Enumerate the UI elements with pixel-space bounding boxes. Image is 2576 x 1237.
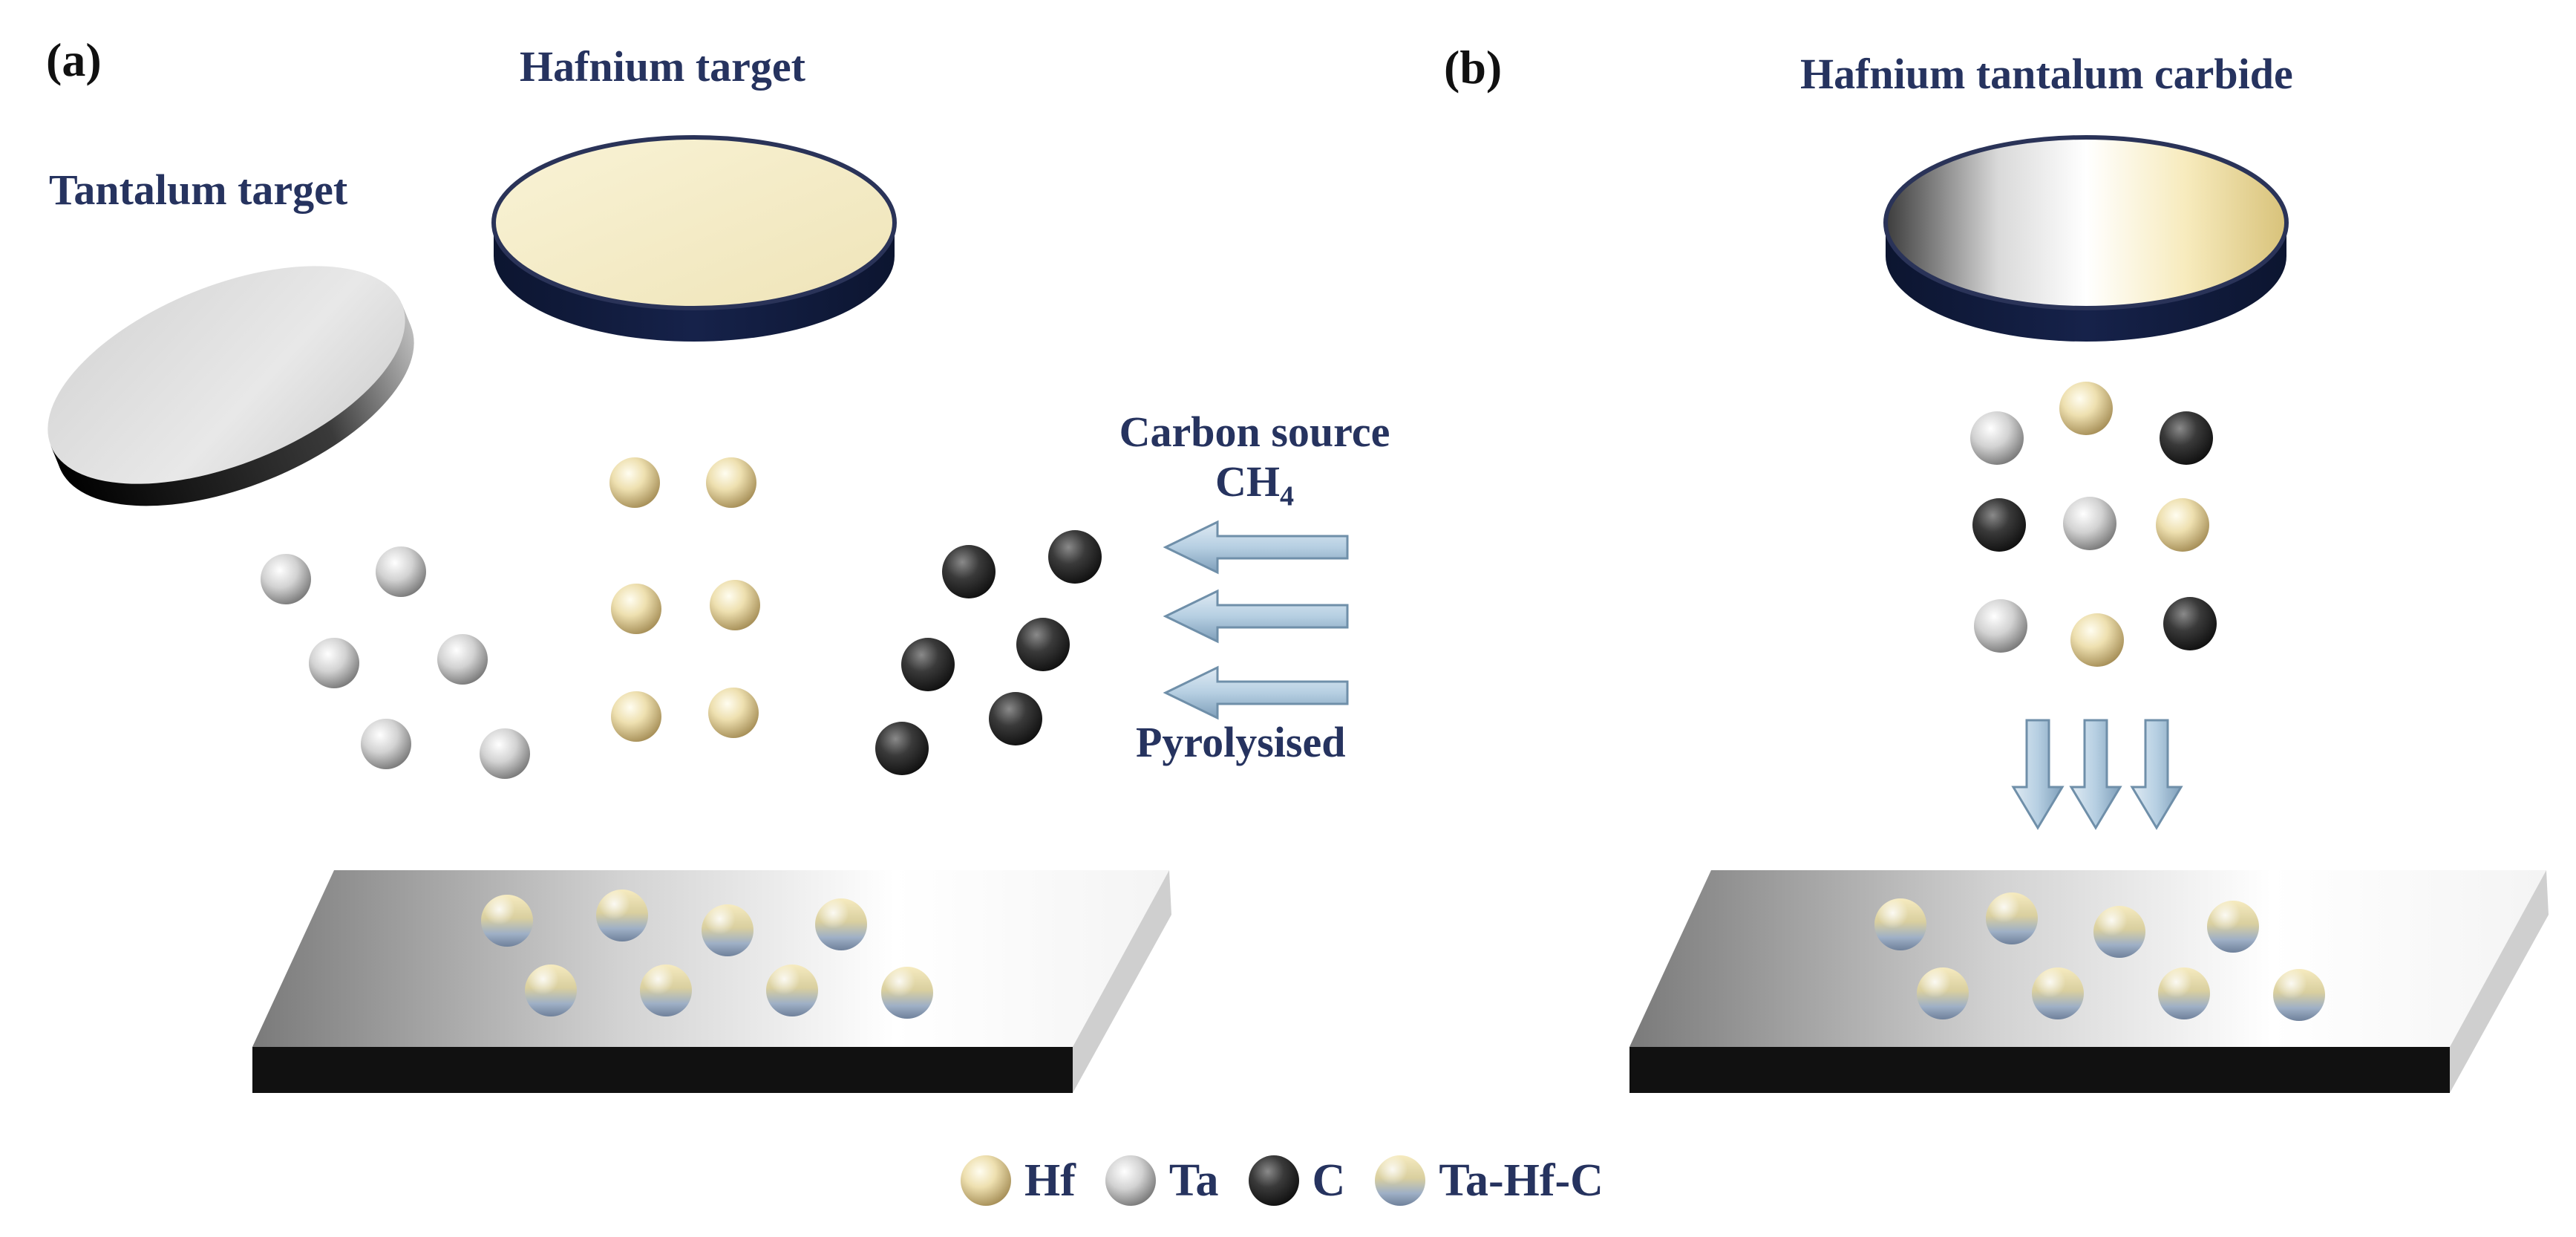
tahfc-atom — [2273, 969, 2325, 1021]
tahfc-atom — [2032, 967, 2084, 1019]
legend-item-c: C — [1246, 1152, 1346, 1209]
ta-atom — [376, 546, 426, 597]
ta-atom — [309, 638, 359, 688]
tahfc-atom — [596, 890, 648, 941]
carbon-source-arrows — [1163, 520, 1349, 720]
tahfc-atom — [525, 965, 577, 1016]
c-atom — [989, 692, 1042, 745]
hf-atom — [611, 584, 661, 634]
hf-atom — [2156, 498, 2209, 552]
arrow-down-icon — [2130, 719, 2183, 830]
panel-b-tag: (b) — [1444, 41, 1503, 94]
ta-atom — [2063, 497, 2116, 550]
tantalum-target — [48, 266, 414, 506]
arrow-left-icon — [1163, 665, 1349, 720]
arrow-down-icon — [2011, 719, 2065, 830]
legend-label: Ta — [1168, 1155, 1219, 1206]
mixed-atoms-b — [1970, 382, 2217, 667]
legend-label: C — [1312, 1155, 1346, 1206]
hf-atom — [710, 580, 760, 630]
ta-atom — [361, 719, 411, 769]
c-atom — [2163, 597, 2217, 650]
tahfc-atom — [766, 965, 818, 1016]
ta-atom — [1974, 599, 2027, 653]
hf-atom — [2059, 382, 2113, 435]
ta-atom — [1970, 411, 2024, 465]
carbon-source-text: Carbon source — [1119, 408, 1390, 456]
hf-ball-icon — [961, 1155, 1011, 1206]
deposited-atoms-b — [1874, 892, 2325, 1021]
c-atom — [1972, 498, 2026, 552]
c-atom — [1048, 530, 1102, 584]
pyrolysised-label: Pyrolysised — [1136, 718, 1346, 766]
arrow-left-icon — [1163, 589, 1349, 644]
substrate-a — [252, 870, 1171, 1093]
tahfc-atom — [815, 898, 867, 950]
methane-ch: CH — [1215, 457, 1280, 506]
arrow-left-icon — [1163, 520, 1349, 575]
tantalum-target-label: Tantalum target — [49, 166, 348, 214]
ta-atom — [437, 634, 488, 685]
hf-atom — [2070, 613, 2124, 667]
ta-ball-icon — [1105, 1155, 1156, 1206]
tahfc-atom — [702, 904, 753, 956]
legend-label: Ta-Hf-C — [1439, 1155, 1604, 1206]
tahfc-ball-icon — [1375, 1155, 1426, 1206]
c-atom — [1016, 618, 1070, 671]
c-ball-icon — [1248, 1155, 1299, 1206]
hf-atom — [708, 688, 759, 738]
panel-a-tag: (a) — [46, 33, 102, 86]
tahfc-atom — [640, 965, 692, 1016]
tahfc-atom — [2093, 906, 2145, 958]
ta-atom — [480, 728, 530, 779]
tahfc-atom — [2158, 967, 2210, 1019]
tahfc-atom — [481, 895, 533, 947]
methane-formula: CH4 — [1091, 457, 1418, 513]
legend-label: Hf — [1024, 1155, 1076, 1206]
hafnium-target-label: Hafnium target — [520, 42, 805, 91]
carbon-source-label: Carbon source CH4 — [1091, 407, 1418, 513]
substrate-b — [1629, 870, 2549, 1093]
composite-target-label: Hafnium tantalum carbide — [1800, 50, 2293, 98]
c-atom — [875, 722, 929, 775]
legend-item-hf: Hf — [958, 1152, 1076, 1209]
tantalum-atoms — [261, 546, 530, 779]
hafnium-atoms — [609, 457, 760, 742]
tahfc-atom — [2207, 901, 2259, 953]
hf-atom — [706, 457, 756, 508]
legend-item-ta: Ta — [1102, 1152, 1219, 1209]
hafnium-tantalum-carbide-target — [1883, 135, 2289, 342]
hf-atom — [611, 691, 661, 742]
c-atom — [901, 638, 955, 691]
tahfc-atom — [1917, 967, 1969, 1019]
arrow-down-icon — [2069, 719, 2122, 830]
c-atom — [942, 545, 996, 598]
hafnium-target — [491, 135, 897, 342]
hf-atom — [609, 457, 660, 508]
methane-subscript: 4 — [1280, 480, 1294, 512]
deposited-atoms-a — [481, 890, 933, 1019]
c-atom — [2160, 411, 2213, 465]
ta-atom — [261, 554, 311, 604]
tahfc-atom — [1986, 892, 2038, 944]
tahfc-atom — [1874, 898, 1926, 950]
legend: Hf Ta C Ta-Hf-C — [958, 1143, 1630, 1218]
carbon-atoms — [875, 530, 1102, 775]
legend-item-tahfc: Ta-Hf-C — [1372, 1152, 1604, 1209]
tahfc-atom — [881, 967, 933, 1019]
deposition-arrows — [2011, 719, 2183, 830]
